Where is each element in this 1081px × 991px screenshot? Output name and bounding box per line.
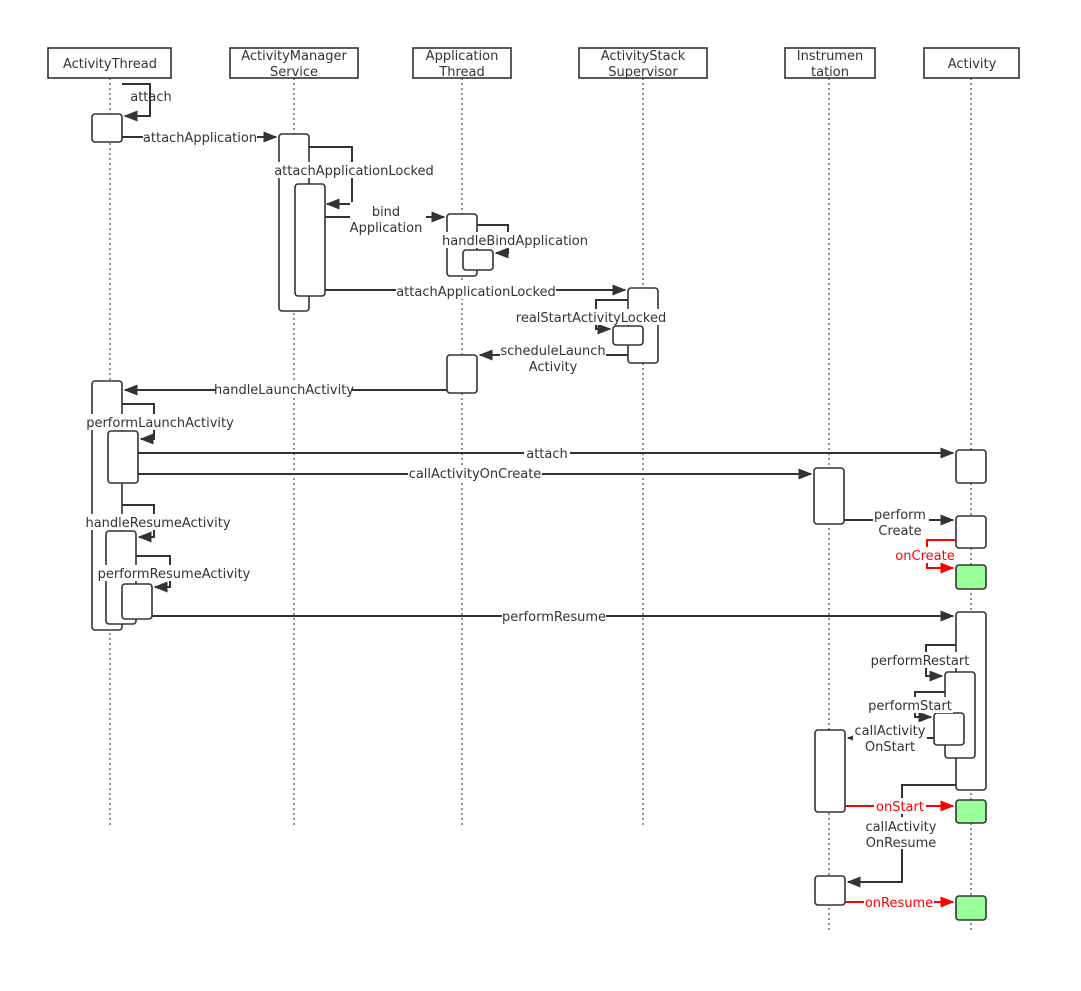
activation-bar	[612, 325, 644, 346]
message-label-real-start-activity-locked: realStartActivityLocked	[516, 311, 666, 326]
participant-app-thread: Application Thread	[412, 47, 512, 80]
participant-label: Service	[270, 65, 318, 80]
activation-bar	[91, 113, 123, 143]
message-label-perform-create: perform	[874, 508, 926, 523]
message-label-call-activity-on-start: callActivity	[855, 724, 926, 739]
activation-bar	[814, 729, 846, 813]
activation-bar-lifecycle	[955, 799, 987, 824]
participant-label: Supervisor	[608, 65, 678, 80]
message-label-perform-resume: performResume	[502, 610, 606, 625]
activation-bar	[955, 515, 987, 549]
participant-label: ActivityManager	[241, 49, 347, 64]
message-arrow	[122, 83, 151, 122]
message-label-perform-restart: performRestart	[871, 654, 970, 669]
activation-bar	[933, 712, 965, 746]
message-label-handle-launch-activity: handleLaunchActivity	[214, 383, 354, 398]
participant-label: Activity	[948, 57, 997, 72]
participant-activity: Activity	[923, 47, 1020, 79]
activation-bar	[446, 354, 478, 394]
message-label-perform-create: Create	[878, 524, 921, 539]
message-label-handle-resume-activity: handleResumeActivity	[85, 516, 230, 531]
participant-stack-supervisor: ActivityStack Supervisor	[578, 47, 708, 80]
message-label-handle-bind-application: handleBindApplication	[442, 234, 588, 249]
message-labels: attach attachApplication attachApplicati…	[85, 90, 969, 911]
message-label-call-activity-on-create: callActivityOnCreate	[409, 467, 542, 482]
participant-label: ActivityThread	[63, 57, 157, 72]
message-label-attach: attach	[130, 90, 172, 105]
participant-label: Instrumen	[797, 49, 863, 64]
message-label-on-start: onStart	[876, 800, 924, 815]
message-label-attach-application-locked: attachApplicationLocked	[274, 164, 434, 179]
activation-bar-lifecycle	[955, 895, 987, 921]
participant-label: tation	[811, 65, 849, 80]
participant-ams: ActivityManager Service	[229, 47, 359, 80]
participant-label: Thread	[438, 65, 484, 80]
activation-bar	[813, 467, 845, 525]
participant-activity-thread: ActivityThread	[47, 47, 172, 79]
message-label-perform-resume-activity: performResumeActivity	[98, 567, 251, 582]
activation-bar	[107, 430, 139, 484]
participant-label: Application	[426, 49, 499, 64]
message-label-attach-application: attachApplication	[143, 131, 257, 146]
message-label-bind-application: bind	[372, 205, 400, 220]
message-label-bind-application: Application	[350, 221, 423, 236]
activation-bar	[462, 249, 494, 271]
activation-bar	[121, 583, 153, 620]
activation-bar-lifecycle	[955, 564, 987, 590]
activation-bar	[814, 875, 846, 906]
message-label-perform-start: performStart	[868, 699, 952, 714]
message-label-perform-launch-activity: performLaunchActivity	[86, 416, 234, 431]
message-label-schedule-launch-activity: scheduleLaunch	[500, 344, 605, 359]
message-label-schedule-launch-activity: Activity	[529, 360, 578, 375]
participant-instrumentation: Instrumen tation	[784, 47, 876, 80]
activation-bar	[955, 449, 987, 484]
message-label-call-activity-on-start: OnStart	[865, 740, 915, 755]
message-label-on-create: onCreate	[895, 549, 954, 564]
message-label-attach-application-locked: attachApplicationLocked	[396, 285, 556, 300]
activation-bar	[294, 183, 326, 297]
message-label-call-activity-on-resume: callActivity	[866, 820, 937, 835]
message-label-on-resume: onResume	[865, 896, 933, 911]
message-label-call-activity-on-resume: OnResume	[866, 836, 937, 851]
label-backgrounds	[87, 129, 970, 910]
participant-label: ActivityStack	[601, 49, 686, 64]
message-label-attach: attach	[526, 447, 568, 462]
